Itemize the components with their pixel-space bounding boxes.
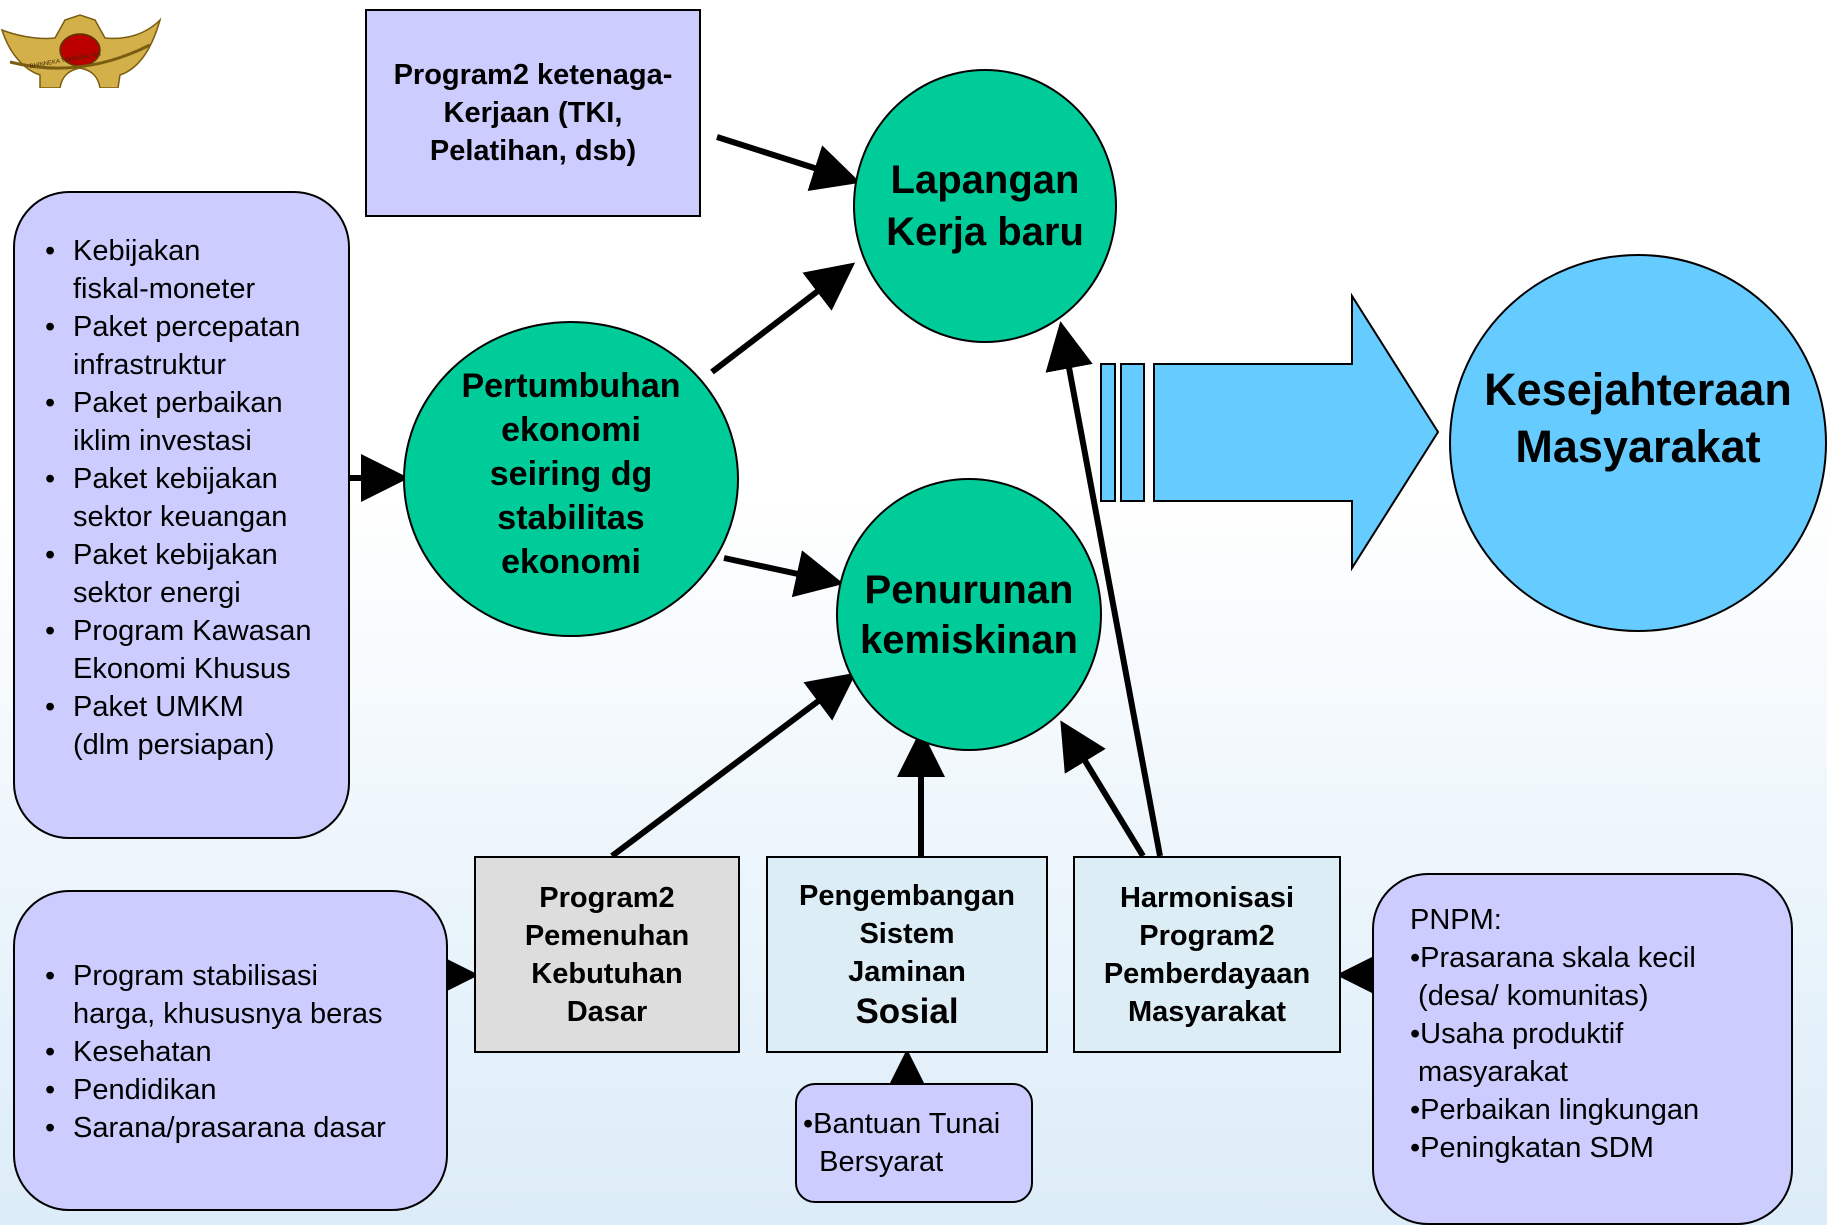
pnpm-list-item: •Prasarana skala kecil (desa/ komunitas)	[1410, 942, 1696, 1012]
box-bantuan-tunai-label: •Bantuan Tunai Bersyarat	[803, 1108, 1001, 1178]
policy-list-item: Paket kebijakan sektor energi	[45, 536, 348, 612]
pnpm-title: PNPM:	[1410, 904, 1502, 936]
arrow-harmonisasi-to-lapangan	[1045, 321, 1163, 857]
box-jaminan-sosial-bottom-label: Sosial	[855, 991, 959, 1031]
box-basic-list: Program stabilisasi harga, khususnya ber…	[13, 890, 448, 1211]
box-bantuan-tunai: •Bantuan Tunai Bersyarat	[795, 1083, 1033, 1203]
basic-list-item: Program stabilisasi harga, khususnya ber…	[45, 957, 446, 1033]
box-program-ketenagakerjaan: Program2 ketenaga- Kerjaan (TKI, Pelatih…	[365, 9, 701, 217]
circle-pertumbuhan-label: Pertumbuhan ekonomi seiring dg stabilita…	[461, 367, 681, 581]
policy-list-item: Program Kawasan Ekonomi Khusus	[45, 612, 348, 688]
policy-list-item: Paket perbaikan iklim investasi	[45, 384, 348, 460]
circle-lapangan-kerja-baru: Lapangan Kerja baru	[853, 69, 1117, 343]
arrow-harmonisasi-to-penurunan	[1060, 720, 1146, 858]
arrow-pertumbuhan-to-lapangan	[710, 262, 856, 375]
policy-list: Kebijakan fiskal-moneterPaket percepatan…	[15, 232, 348, 764]
pnpm-list-item: •Peningkatan SDM	[1410, 1132, 1654, 1164]
circle-kesejahteraan-masyarakat: Kesejahteraan Masyarakat	[1449, 254, 1827, 632]
box-harmonisasi-label: Harmonisasi Program2 Pemberdayaan Masyar…	[1103, 881, 1311, 1028]
policy-list-item: Paket percepatan infrastruktur	[45, 308, 348, 384]
box-policy-list: Kebijakan fiskal-moneterPaket percepatan…	[13, 191, 350, 839]
basic-list: Program stabilisasi harga, khususnya ber…	[15, 957, 446, 1147]
box-kebutuhan-dasar: Program2 Pemenuhan Kebutuhan Dasar	[474, 856, 740, 1053]
policy-list-item: Kebijakan fiskal-moneter	[45, 232, 348, 308]
policy-list-item: Paket UMKM (dlm persiapan)	[45, 688, 348, 764]
box-jaminan-sosial: Pengembangan Sistem Jaminan Sosial	[766, 856, 1048, 1053]
basic-list-item: Pendidikan	[45, 1071, 446, 1109]
box-kebutuhan-dasar-label: Program2 Pemenuhan Kebutuhan Dasar	[524, 881, 690, 1028]
box-program-ketenagakerjaan-label: Program2 ketenaga- Kerjaan (TKI, Pelatih…	[393, 59, 673, 167]
garuda-logo-icon: BHINNEKA TUNGGAL IKA	[0, 14, 162, 88]
pnpm-list-item: •Perbaikan lingkungan	[1410, 1094, 1700, 1126]
arrow-pertumbuhan-to-penurunan	[723, 550, 844, 598]
circle-lapangan-label: Lapangan Kerja baru	[886, 158, 1084, 254]
arrow-kebutuhan-to-penurunan	[610, 672, 857, 859]
basic-list-item: Kesehatan	[45, 1033, 446, 1071]
arrow-ketenagakerjaan-to-lapangan	[716, 134, 861, 192]
basic-list-item: Sarana/prasarana dasar	[45, 1109, 446, 1147]
circle-pertumbuhan-ekonomi: Pertumbuhan ekonomi seiring dg stabilita…	[403, 321, 739, 637]
circle-penurunan-label: Penurunan kemiskinan	[860, 567, 1078, 662]
big-arrow	[1100, 292, 1440, 572]
pnpm-list: •Prasarana skala kecil (desa/ komunitas)…	[1410, 939, 1791, 1167]
pnpm-list-item: •Usaha produktif masyarakat	[1410, 1018, 1624, 1088]
box-pnpm: PNPM: •Prasarana skala kecil (desa/ komu…	[1372, 873, 1793, 1225]
circle-kesejahteraan-label: Kesejahteraan Masyarakat	[1484, 364, 1792, 472]
circle-penurunan-kemiskinan: Penurunan kemiskinan	[836, 478, 1102, 751]
box-harmonisasi: Harmonisasi Program2 Pemberdayaan Masyar…	[1073, 856, 1341, 1053]
policy-list-item: Paket kebijakan sektor keuangan	[45, 460, 348, 536]
box-jaminan-sosial-top-label: Pengembangan Sistem Jaminan	[799, 879, 1015, 988]
